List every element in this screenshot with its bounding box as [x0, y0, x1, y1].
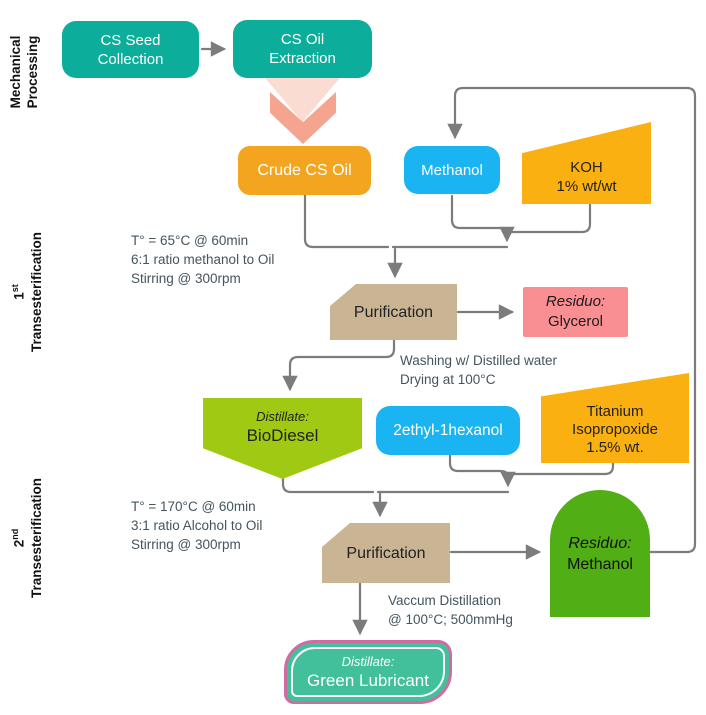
node-purification-2: Purification: [322, 523, 450, 583]
connector-biodiesel-down: [281, 466, 375, 494]
node-methanol: Methanol: [404, 146, 500, 194]
node-residuo-methanol: Residuo: Methanol: [550, 490, 650, 617]
node-cs-seed-collection: CS Seed Collection: [62, 21, 199, 78]
connector-feedback-methanol: [447, 86, 697, 554]
annotation-stage2-conditions: T° = 170°C @ 60min 3:1 ratio Alcohol to …: [131, 499, 263, 552]
connector-methanol-down: [450, 194, 509, 235]
section-label-first-transesterification: 1st Transesterification: [10, 231, 44, 353]
annotation-stage1-conditions: T° = 65°C @ 60min 6:1 ratio methanol to …: [131, 233, 275, 286]
section-label-second-transesterification: 2nd Transesterification: [10, 477, 44, 599]
node-distillate-green-lubricant: Distillate: Green Lubricant: [284, 640, 452, 704]
connector-ethyl-down: [448, 453, 510, 479]
section-label-mechanical-processing: Mechanical Processing: [8, 35, 40, 109]
node-purification-1: Purification: [330, 284, 457, 340]
node-cs-oil-extraction: CS Oil Extraction: [233, 20, 372, 78]
annotation-vacuum-distillation: Vaccum Distillation @ 100°C; 500mmHg: [388, 593, 513, 627]
node-crude-cs-oil: Crude CS Oil: [238, 146, 371, 195]
connector-crude-down: [303, 193, 390, 249]
node-residuo-glycerol: Residuo: Glycerol: [523, 287, 628, 337]
annotation-washing-drying: Washing w/ Distilled water Drying at 100…: [400, 353, 558, 387]
node-2ethyl-1hexanol: 2ethyl-1hexanol: [376, 406, 520, 455]
connector-purification1-to-biodiesel: [282, 338, 396, 392]
